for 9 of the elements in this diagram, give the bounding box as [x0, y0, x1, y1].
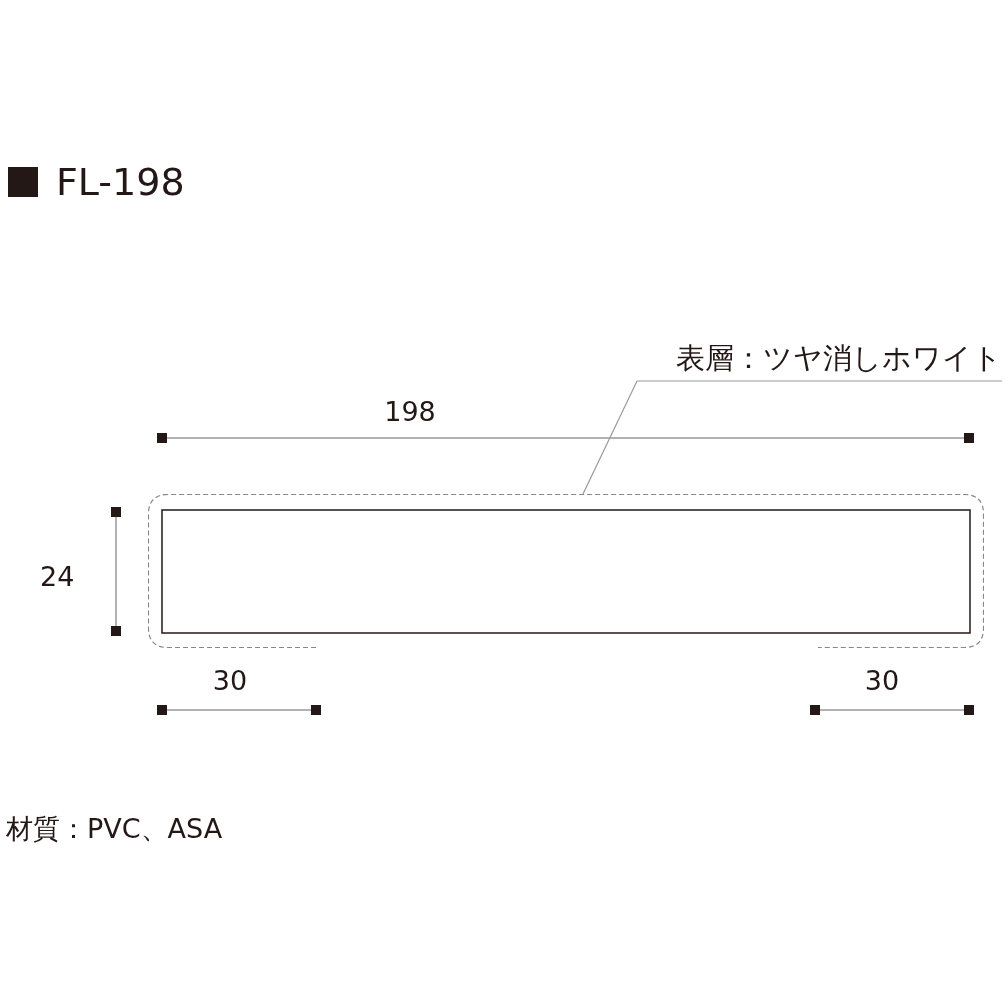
dimension-value: 30 [211, 665, 249, 697]
diagram-title: FL-198 [56, 160, 185, 204]
surface-finish-label: 表層：ツヤ消しホワイト [675, 340, 1002, 377]
leader-line [582, 380, 1003, 495]
panel-profile-drawing [148, 494, 984, 648]
dimension-value: 198 [383, 396, 437, 428]
material-note: 材質：PVC、ASA [6, 813, 224, 845]
dimension-value: 30 [863, 665, 901, 697]
dimension-value: 24 [40, 561, 76, 593]
